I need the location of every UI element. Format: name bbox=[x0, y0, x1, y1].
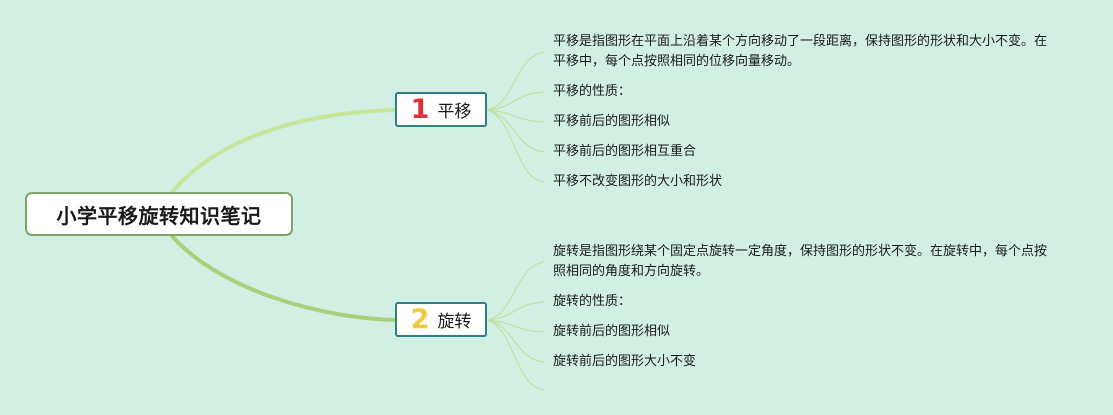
number-one-icon: 1 bbox=[410, 94, 430, 125]
connector-branch-2-leaf-4 bbox=[486, 319, 546, 363]
subtopic-translation-properties[interactable]: 平移的性质： bbox=[553, 84, 632, 99]
connector-branch-2-leaf-2 bbox=[486, 301, 546, 321]
branch-topic-translation[interactable]: 1 平移 bbox=[395, 92, 487, 127]
subtopic-rotation-properties[interactable]: 旋转的性质： bbox=[553, 294, 632, 309]
connector-root-to-branch-2 bbox=[170, 234, 397, 322]
connector-branch-1-leaf-3 bbox=[486, 109, 546, 123]
branch-topic-label: 平移 bbox=[437, 102, 472, 122]
connector-branch-1-leaf-4 bbox=[486, 109, 546, 153]
subtopic-translation-definition[interactable]: 平移是指图形在平面上沿着某个方向移动了一段距离，保持图形的形状和大小不变。在平移… bbox=[553, 34, 1048, 69]
root-topic[interactable]: 小学平移旋转知识笔记 bbox=[25, 192, 293, 236]
connector-root-to-branch-1 bbox=[170, 108, 397, 194]
connector-branch-1-leaf-2 bbox=[486, 91, 546, 111]
subtopic-rotation-size-unchanged[interactable]: 旋转前后的图形大小不变 bbox=[553, 354, 697, 369]
connector-branch-1-leaf-1 bbox=[486, 51, 546, 111]
subtopic-rotation-definition[interactable]: 旋转是指图形绕某个固定点旋转一定角度，保持图形的形状不变。在旋转中，每个点按照相… bbox=[553, 244, 1048, 279]
number-two-icon: 2 bbox=[410, 304, 430, 335]
connector-branch-2-leaf-5 bbox=[486, 319, 546, 391]
root-topic-label: 小学平移旋转知识笔记 bbox=[56, 203, 262, 228]
subtopic-translation-overlap[interactable]: 平移前后的图形相互重合 bbox=[553, 144, 697, 159]
connector-branch-2-leaf-1 bbox=[486, 261, 546, 321]
subtopic-rotation-similar[interactable]: 旋转前后的图形相似 bbox=[553, 324, 671, 339]
connector-branch-2-leaf-3 bbox=[486, 319, 546, 333]
subtopic-translation-similar[interactable]: 平移前后的图形相似 bbox=[553, 114, 671, 129]
subtopic-translation-unchanged[interactable]: 平移不改变图形的大小和形状 bbox=[553, 174, 723, 189]
branch-topic-label: 旋转 bbox=[437, 312, 472, 332]
connector-branch-1-leaf-5 bbox=[486, 109, 546, 183]
branch-topic-rotation[interactable]: 2 旋转 bbox=[395, 302, 487, 337]
